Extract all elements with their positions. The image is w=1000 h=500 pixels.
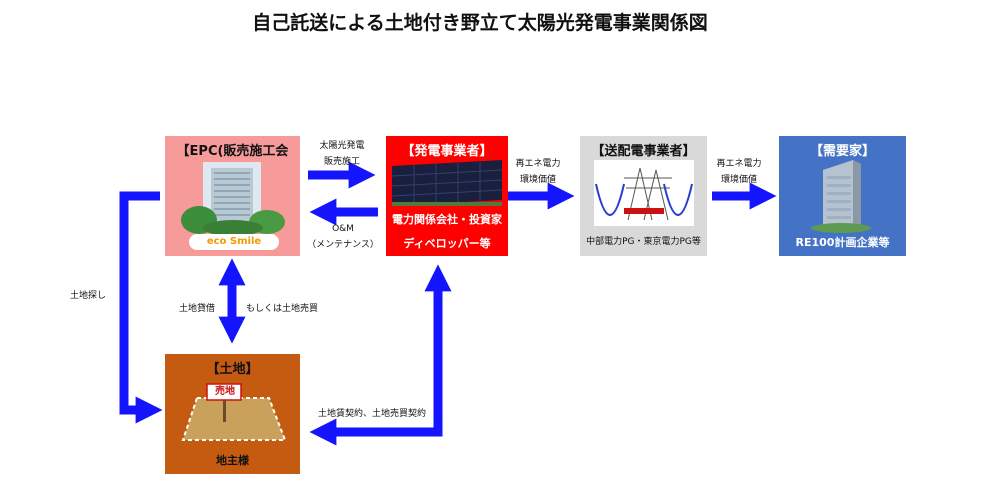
- solar-panel-image: [391, 160, 503, 206]
- label-sale-construction: 太陽光発電 販売施工: [312, 138, 372, 170]
- power-producer-line2: ディベロッパー等: [403, 237, 491, 250]
- label-sale-construction-2: 販売施工: [323, 157, 360, 167]
- power-producer-line1: 電力関係会社・投資家: [392, 213, 502, 226]
- arrow-land-search: [119, 191, 163, 424]
- label-renewable-2a: 再エネ電力: [716, 159, 762, 169]
- land-sign-text: 売地: [215, 386, 235, 397]
- diagram-title: 自己託送による土地付き野立て太陽光発電事業関係図: [252, 12, 708, 34]
- label-om-2: （メンテナンス）: [307, 240, 379, 250]
- consumer-header: 【需要家】: [809, 144, 875, 159]
- power-producer-header: 【発電事業者】: [401, 144, 493, 159]
- epc-box: 【EPC(販売施工会社)】 eco Smile: [165, 136, 300, 256]
- label-land-sale: もしくは土地売買: [246, 304, 319, 314]
- transmission-tower-image: [594, 160, 694, 226]
- label-renewable-1: 再エネ電力 環境価値: [510, 156, 566, 188]
- power-producer-box: 【発電事業者】 電力関係会社・投資家 ディベロッパー等: [386, 136, 508, 256]
- label-land-contract: 土地賃契約、土地売買契約: [318, 409, 427, 419]
- skyscraper-image: [811, 160, 871, 233]
- label-sale-construction-1: 太陽光発電: [319, 141, 365, 151]
- eco-smile-logo: eco Smile: [189, 234, 279, 250]
- consumer-box: 【需要家】 RE100計画企業等: [779, 136, 906, 256]
- label-land-lease: 土地貸借: [179, 304, 216, 314]
- label-renewable-1b: 環境価値: [519, 175, 556, 185]
- land-caption: 地主様: [216, 454, 249, 467]
- office-building-image: [181, 162, 285, 236]
- label-renewable-1a: 再エネ電力: [515, 159, 561, 169]
- label-renewable-2: 再エネ電力 環境価値: [711, 156, 767, 188]
- label-land-search: 土地探し: [70, 291, 107, 301]
- transmission-caption: 中部電力PG・東京電力PG等: [586, 237, 701, 247]
- transmission-header: 【送配電事業者】: [591, 144, 696, 159]
- label-om: O&M （メンテナンス）: [306, 221, 380, 253]
- land-header: 【土地】: [206, 362, 259, 377]
- label-om-1: O&M: [332, 224, 354, 234]
- land-plot-image: [181, 383, 287, 441]
- arrow-land-contract: [309, 275, 443, 446]
- label-renewable-2b: 環境価値: [720, 175, 757, 185]
- eco-smile-logo-text: eco Smile: [206, 236, 262, 247]
- consumer-caption: RE100計画企業等: [795, 236, 890, 249]
- transmission-box: 【送配電事業者】 中部電力PG・東京電力PG等: [580, 136, 707, 256]
- land-box: 【土地】 売地 地主様: [165, 354, 300, 474]
